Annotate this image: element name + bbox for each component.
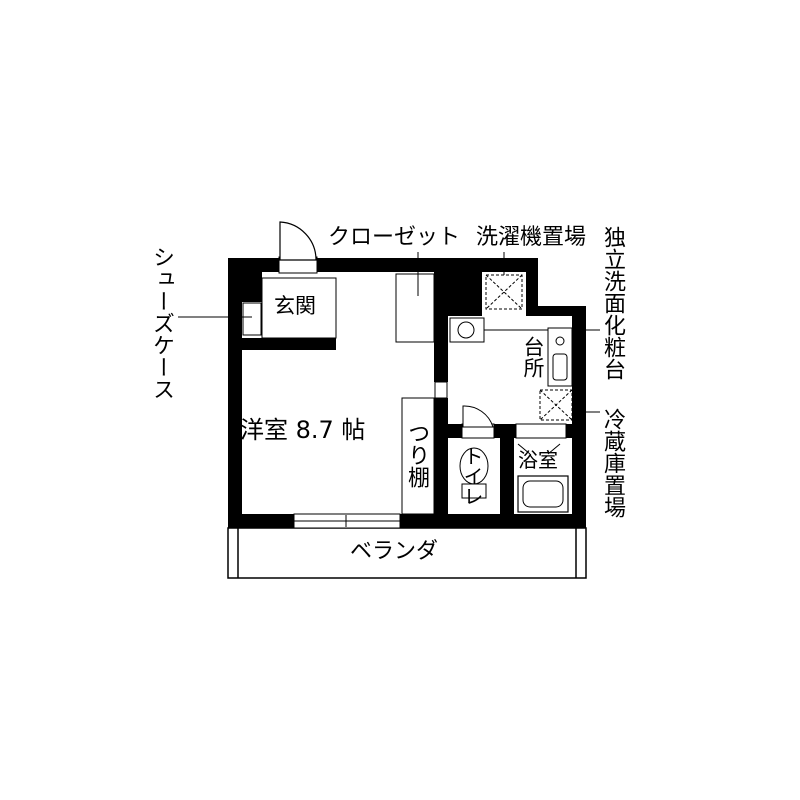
veranda-label: ベランダ: [350, 539, 439, 564]
bath-door-gap: [515, 423, 567, 439]
vanity-label: 独立洗面化粧台: [600, 226, 625, 380]
kitchen-sink: [552, 353, 568, 381]
closet: [395, 273, 435, 343]
partition-wall: [500, 438, 514, 514]
toilet-door-swing: [462, 405, 494, 428]
washer-space-label: 洗濯機置場: [476, 225, 587, 250]
entrance-door-swing: [279, 221, 317, 261]
toilet-tank: [461, 483, 487, 499]
vanity-basin: [457, 321, 475, 339]
partition-wall: [434, 398, 448, 514]
closet-label: クローゼット: [328, 225, 461, 250]
bath-door-panel: [517, 443, 531, 455]
shoe-case: [242, 302, 262, 336]
washer-space: [485, 274, 523, 310]
washer-space: [485, 274, 523, 310]
bath-door-panel: [547, 443, 561, 455]
bathroom-label: 浴室: [518, 448, 558, 472]
kitchen-burner: [555, 336, 565, 346]
entrance-label: 玄関: [274, 294, 316, 318]
partition-wall: [434, 272, 448, 382]
door-gap: [434, 381, 448, 399]
western-room-label: 洋室 8.7 帖: [240, 416, 366, 444]
shoe-case-label: シューズケース: [149, 246, 174, 400]
bathtub-inner: [522, 480, 564, 508]
entrance-left-wall: [242, 272, 262, 302]
fridge-space-label: 冷蔵庫置場: [600, 408, 625, 518]
fridge-space: [539, 389, 573, 421]
kitchen-label: 台所: [521, 336, 545, 378]
entrance-step-wall: [242, 338, 336, 350]
hanging-shelf-label: つり棚: [404, 422, 429, 488]
partition-wall: [448, 272, 482, 316]
veranda: [227, 527, 587, 579]
toilet-label: トイレ: [460, 446, 484, 506]
